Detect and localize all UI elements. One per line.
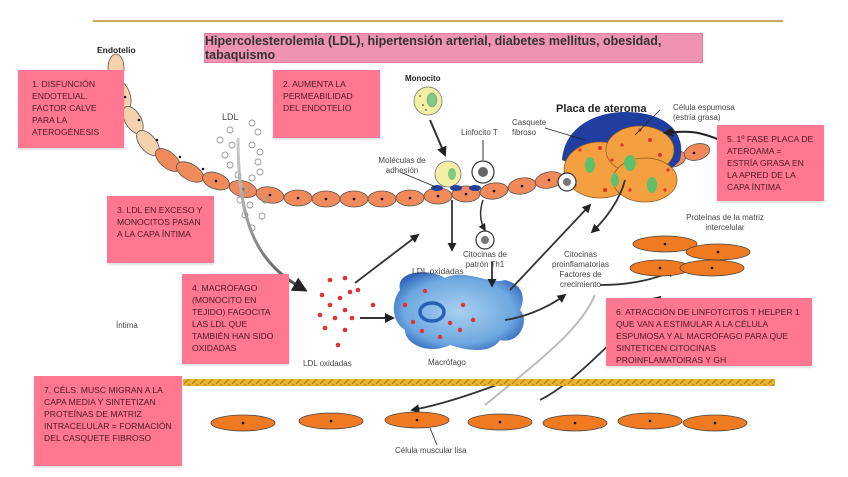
adhered-monocyte-icon: [431, 160, 481, 191]
label-celula-muscular-lisa: Célula muscular lisa: [395, 446, 467, 455]
label-celula-espumosa: Célula espumosa (estría grasa): [673, 103, 735, 122]
label-monocito: Monocito: [405, 74, 441, 83]
smooth-muscle-cells: [210, 411, 748, 432]
label-endotelio: Endotelio: [97, 45, 136, 55]
note-1-endothelial-dysfunction: 1. DISFUNCIÓN ENDOTELIAL. FACTOR CALVE P…: [18, 70, 124, 148]
note-5-fatty-streak: 5. 1º FASE PLACA DE ATEROAMA = ESTRÍA GR…: [717, 125, 824, 201]
note-7-smooth-muscle: 7. CÉLS. MUSC MIGRAN A LA CAPA MEDIA Y S…: [34, 376, 182, 466]
t-lymphocyte-icon: [471, 160, 495, 184]
label-intima: Íntima: [116, 321, 138, 330]
risk-factors-banner: Hipercolesterolemia (LDL), hipertensión …: [204, 33, 703, 63]
macrophage-icon: [393, 272, 524, 350]
label-ldl-oxidadas-top: LDL oxidadas: [412, 266, 464, 276]
ldl-entry-arrow: [236, 137, 308, 292]
matrix-protein-cells: [629, 235, 751, 277]
label-casquete-fibroso: Casquete fibroso: [512, 118, 547, 137]
internal-elastic-lamina: [183, 379, 775, 386]
atheroma-plaque: [557, 112, 682, 203]
label-ldl: LDL: [222, 112, 239, 122]
label-citocinas-proinflamatorias: Citocinas proinflamatorias Factores de c…: [552, 250, 609, 289]
note-3-ldl-excess: 3. LDL EN EXCESO Y MONOCITOS PASAN A LA …: [107, 196, 214, 263]
note-2-permeability: 2. AUMENTA LA PERMEABILIDAD DEL ENDOTELI…: [273, 70, 380, 138]
note-4-macrophage: 4. MACRÓFAGO (MONOCITO EN TEJIDO) FAGOCI…: [182, 274, 289, 364]
label-macrofago: Macrófago: [428, 358, 466, 367]
label-moleculas-adhesion: Moléculas de adhesión: [378, 156, 426, 175]
monocyte-icon: [413, 86, 443, 116]
th1-cytokine-cell-icon: [475, 230, 495, 250]
ldl-particles: [216, 119, 269, 232]
label-proteinas-matriz: Proteínas de la matriz intercelular: [686, 213, 764, 232]
top-divider-line: [93, 20, 783, 22]
oxidized-ldl-particles: [317, 275, 376, 348]
label-placa-ateroma: Placa de ateroma: [556, 103, 647, 115]
label-linfocito-t: Linfocito T: [461, 128, 498, 137]
label-ldl-oxidadas-bottom: LDL oxidadas: [303, 359, 352, 368]
label-citocinas-th1: Citocinas de patrón Th1: [462, 250, 508, 269]
note-6-th1-attraction: 6. ATRACCIÓN DE LINFOTCITOS T HELPER 1 Q…: [606, 298, 812, 366]
